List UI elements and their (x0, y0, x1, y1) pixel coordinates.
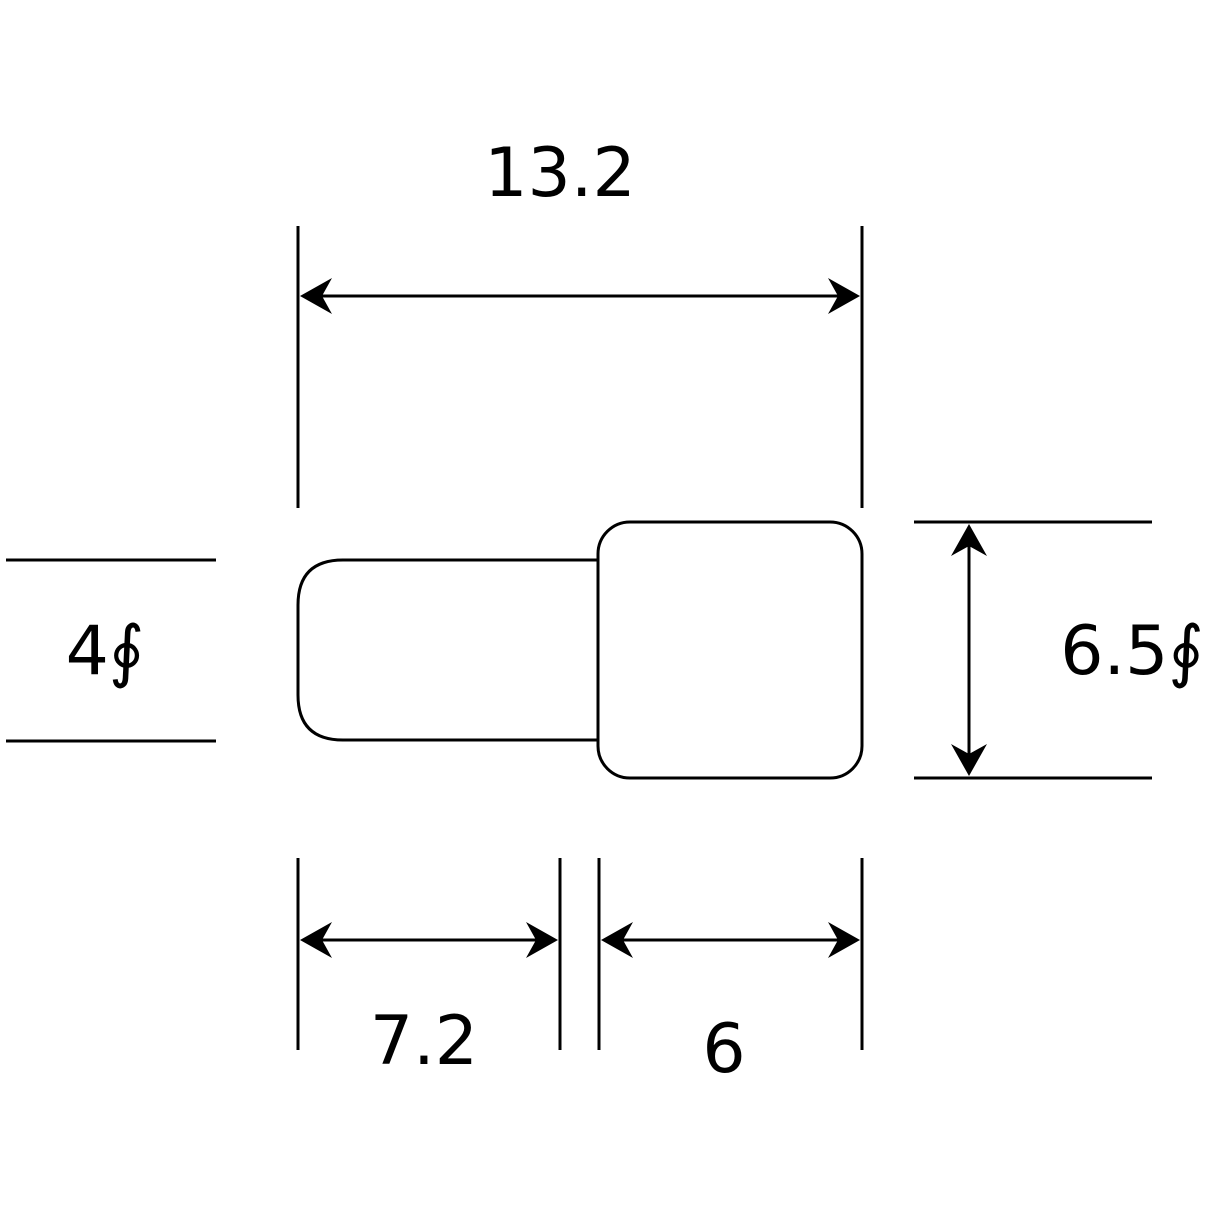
large-diameter-label: 6.5∮ (1060, 612, 1204, 691)
large-length-label: 6 (702, 1010, 745, 1089)
arrowhead-bottom (951, 744, 987, 776)
arrowhead-right (526, 922, 558, 958)
part-outline (296, 520, 864, 780)
arrowhead-left (300, 278, 332, 314)
arrowhead-right (828, 278, 860, 314)
small-diameter-dimension: 4∮ (6, 558, 216, 743)
arrowhead-left (601, 922, 633, 958)
arrowhead-left (300, 922, 332, 958)
arrowhead-right (828, 922, 860, 958)
small-length-label: 7.2 (370, 1002, 478, 1081)
large-diameter-dimension: 6.5∮ (914, 520, 1204, 780)
small-length-dimension: 7.2 (296, 858, 562, 1081)
large-cylinder (596, 520, 864, 780)
overall-length-dimension: 13.2 (296, 134, 864, 508)
small-diameter-label: 4∮ (66, 612, 145, 691)
arrowhead-top (951, 524, 987, 556)
overall-length-label: 13.2 (484, 134, 635, 213)
small-cylinder (296, 558, 600, 742)
large-length-dimension: 6 (597, 858, 864, 1089)
